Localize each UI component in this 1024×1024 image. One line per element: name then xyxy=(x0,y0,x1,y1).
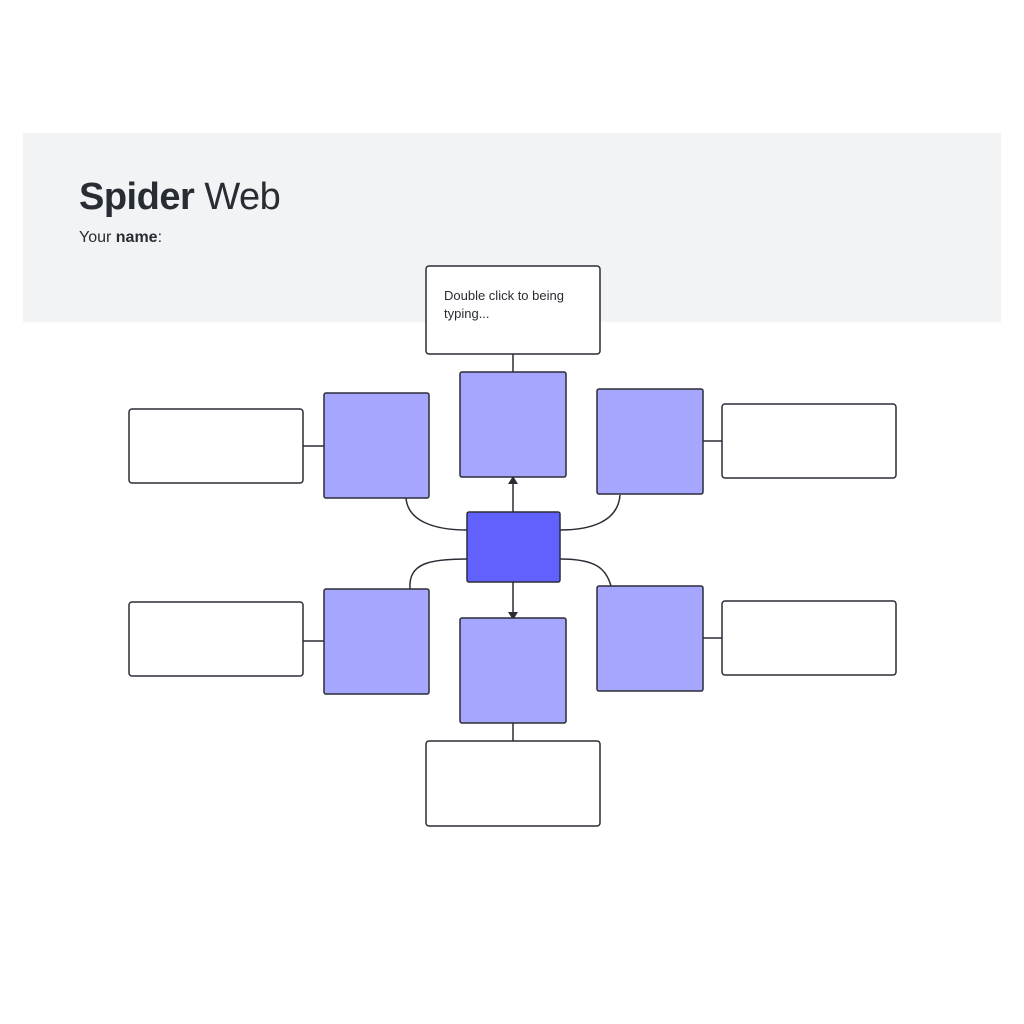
name-label-suffix: : xyxy=(157,229,163,246)
curve-lower-left xyxy=(409,558,468,590)
branch-node-top[interactable] xyxy=(459,371,567,478)
center-node[interactable] xyxy=(466,511,561,583)
branch-node-lower-left[interactable] xyxy=(323,588,430,695)
curve-upper-left xyxy=(405,497,468,531)
branch-node-bottom[interactable] xyxy=(459,617,567,724)
text-box-left-lower[interactable] xyxy=(128,601,304,677)
curve-lower-right xyxy=(559,558,612,587)
text-box-top[interactable] xyxy=(425,265,601,355)
name-label: Your name: xyxy=(79,229,162,247)
branch-node-upper-left[interactable] xyxy=(323,392,430,499)
top-box-placeholder-text: Double click to being typing... xyxy=(444,288,564,321)
branch-node-lower-right[interactable] xyxy=(596,585,704,692)
title-light: Web xyxy=(204,176,281,218)
name-label-prefix: Your xyxy=(79,229,116,246)
text-box-bottom[interactable] xyxy=(425,740,601,827)
text-box-right-upper[interactable] xyxy=(721,403,897,479)
title-bold: Spider xyxy=(79,176,195,218)
text-box-right-lower[interactable] xyxy=(721,600,897,676)
branch-node-upper-right[interactable] xyxy=(596,388,704,495)
page-title: Spider Web xyxy=(79,176,281,219)
curve-upper-right xyxy=(559,494,621,531)
text-box-left-upper[interactable] xyxy=(128,408,304,484)
name-label-bold: name xyxy=(115,229,158,246)
connectors xyxy=(303,354,722,741)
